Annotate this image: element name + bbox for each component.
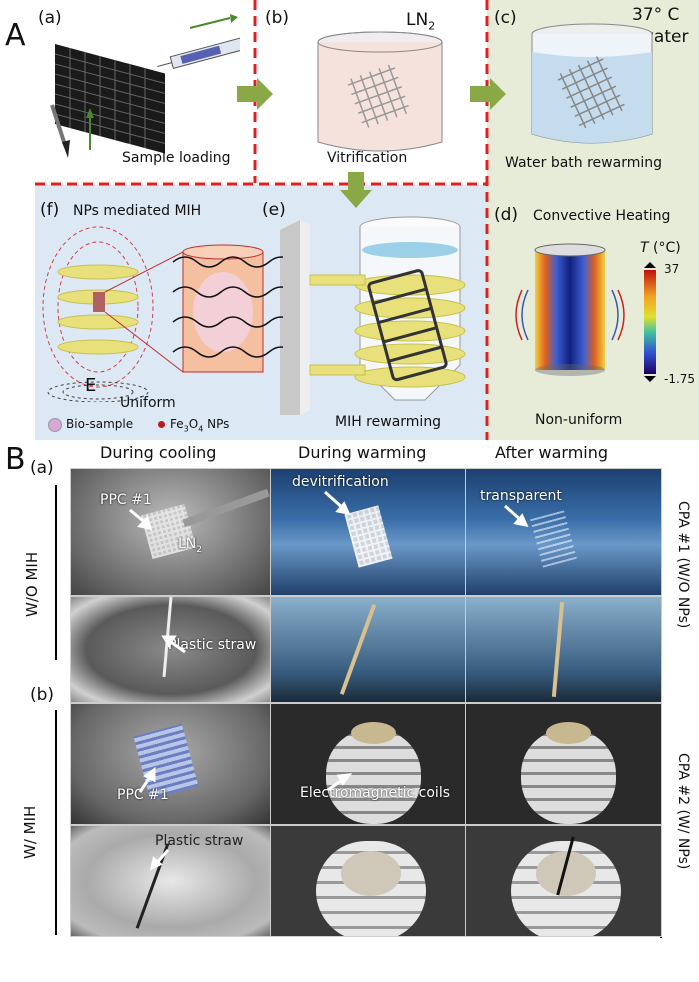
photo-cooling-straw-mih [70, 825, 272, 937]
photo-warming-coils-top [270, 825, 467, 937]
photo-warming-devit [270, 468, 467, 596]
ln2-label: LN2 [406, 10, 436, 33]
subpanel-d-caption: Non-uniform [535, 412, 623, 428]
convective-cylinder [515, 243, 625, 376]
subpanel-b-label: (b) [265, 8, 290, 28]
photo-arrows [129, 490, 529, 871]
photo-after-straw [465, 596, 662, 703]
arrow-a-to-b [237, 78, 273, 110]
subpanel-f-label: (f) [40, 200, 60, 220]
photo-cooling-ppc-mih [70, 703, 272, 825]
annotation-ppc1-a: PPC #1 [100, 492, 152, 508]
annotation-ln2: LN2 [178, 536, 203, 555]
field-symbol: E [85, 375, 97, 396]
nps-mih-illustration [42, 226, 283, 402]
col-header-warming: During warming [298, 443, 427, 462]
photo-after-coils-top [465, 825, 662, 937]
legend-bio-sample: Bio-sample [66, 417, 134, 431]
water-temperature: 37° C [632, 5, 680, 25]
subpanel-a-caption: Sample loading [122, 150, 231, 166]
subpanel-b-caption: Vitrification [327, 150, 408, 166]
nanoparticle-icon [158, 421, 165, 428]
photo-after-transparent [465, 468, 662, 596]
subpanel-d-title: Convective Heating [533, 208, 671, 224]
panel-b: B (a) (b) During cooling During warming … [0, 440, 699, 982]
annotation-devitrification: devitrification [292, 474, 389, 490]
temperature-colorbar [644, 262, 656, 382]
panel-b-letter: B [5, 442, 26, 477]
annotation-coils: Electromagnetic coils [300, 785, 451, 801]
subpanel-d-label: (d) [494, 205, 519, 225]
photo-cooling-ln2 [70, 468, 272, 596]
subpanel-bb-label: (b) [30, 685, 55, 705]
photo-after-coils [465, 703, 662, 825]
ln2-container [317, 31, 443, 152]
subpanel-a-label: (a) [38, 8, 62, 28]
arrow-b-to-e [340, 172, 372, 208]
annotation-transparent: transparent [480, 488, 562, 504]
photo-cooling-straw [70, 596, 272, 703]
annotation-ppc1-b: PPC #1 [117, 787, 169, 803]
subpanel-ba-label: (a) [30, 458, 54, 478]
colorbar-max: 37 [664, 262, 680, 276]
water-bath-container [531, 23, 653, 144]
photo-warming-coils [270, 703, 467, 825]
subpanel-e-caption: MIH rewarming [335, 414, 442, 430]
colorbar-title: T (°C) [640, 240, 681, 256]
col-header-cooling: During cooling [100, 443, 217, 462]
col-header-after: After warming [495, 443, 609, 462]
bio-sample-icon [48, 418, 62, 432]
dashed-separators [35, 0, 489, 440]
subpanel-f-title: NPs mediated MIH [73, 203, 202, 219]
uniform-label: Uniform [120, 395, 176, 411]
colorbar-min: -1.75 [664, 372, 696, 386]
subpanel-e-label: (e) [262, 200, 286, 220]
side-bar-a [55, 485, 57, 660]
panel-a-letter: A [5, 18, 26, 53]
legend-nanoparticle: Fe3O4 NPs [170, 417, 230, 434]
annotation-straw-b: Plastic straw [155, 833, 244, 849]
annotation-straw-a: Plastic straw [168, 637, 257, 653]
panel-a: A (a) Sam [0, 0, 699, 440]
arrow-b-to-c [470, 78, 506, 110]
side-bar-b [55, 710, 57, 935]
scaffold-loading-illustration [50, 14, 240, 158]
subpanel-c-caption: Water bath rewarming [505, 155, 663, 171]
mih-coil-illustration [280, 216, 466, 415]
subpanel-c-label: (c) [494, 8, 517, 28]
